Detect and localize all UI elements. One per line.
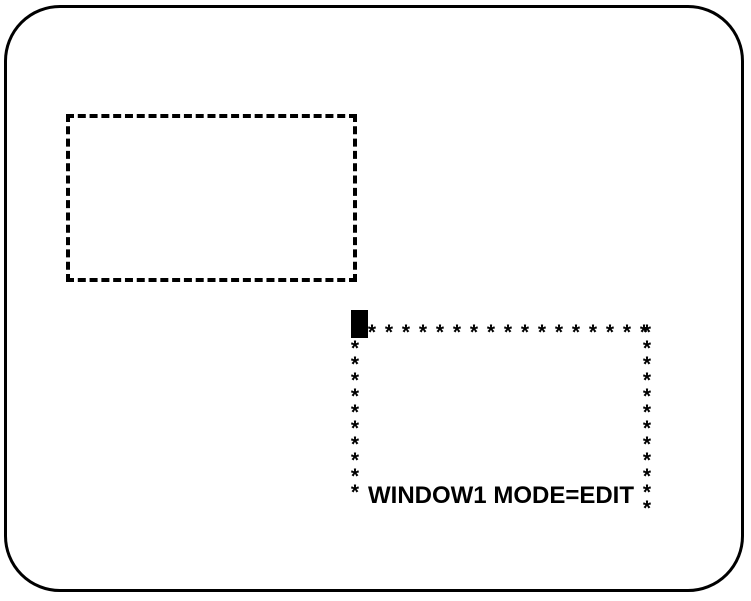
asterisk-border-left: * xyxy=(350,449,360,472)
asterisk-border-right: * xyxy=(642,321,652,344)
asterisk-border-top: * xyxy=(520,321,530,344)
asterisk-border-right: * xyxy=(642,401,652,424)
asterisk-border-left: * xyxy=(350,337,360,360)
dashed-window-window0[interactable] xyxy=(66,114,357,282)
status-line: WINDOW1 MODE=EDIT xyxy=(368,482,635,509)
asterisk-border-top: * xyxy=(622,321,632,344)
screen-bezel xyxy=(4,5,744,592)
asterisk-border-left: * xyxy=(350,401,360,424)
asterisk-border-top: * xyxy=(384,321,394,344)
asterisk-border-right: * xyxy=(642,417,652,440)
asterisk-border-top: * xyxy=(605,321,615,344)
asterisk-border-left: * xyxy=(350,353,360,376)
asterisk-border-top: * xyxy=(469,321,479,344)
asterisk-border-left: * xyxy=(350,385,360,408)
asterisk-border-top: * xyxy=(639,321,649,344)
asterisk-border-right: * xyxy=(642,465,652,488)
asterisk-border-right: * xyxy=(642,369,652,392)
asterisk-border-top: * xyxy=(503,321,513,344)
asterisk-border-right: * xyxy=(642,433,652,456)
asterisk-border-right: * xyxy=(642,449,652,472)
asterisk-window-window1[interactable]: *************************************** … xyxy=(348,306,654,520)
asterisk-border-right: * xyxy=(642,353,652,376)
text-cursor[interactable] xyxy=(351,310,368,338)
asterisk-border-left: * xyxy=(350,433,360,456)
asterisk-border-top: * xyxy=(401,321,411,344)
asterisk-border-left: * xyxy=(350,481,360,504)
asterisk-border-right: * xyxy=(642,497,652,520)
asterisk-border-left: * xyxy=(350,417,360,440)
asterisk-border-top: * xyxy=(452,321,462,344)
asterisk-border-top: * xyxy=(367,321,377,344)
asterisk-border-top: * xyxy=(435,321,445,344)
asterisk-border-left: * xyxy=(350,369,360,392)
asterisk-border-right: * xyxy=(642,337,652,360)
asterisk-border-top: * xyxy=(571,321,581,344)
asterisk-border-left: * xyxy=(350,465,360,488)
asterisk-border-top: * xyxy=(554,321,564,344)
asterisk-border-top: * xyxy=(588,321,598,344)
asterisk-border-top: * xyxy=(537,321,547,344)
asterisk-border-top: * xyxy=(418,321,428,344)
asterisk-border-right: * xyxy=(642,385,652,408)
asterisk-border-right: * xyxy=(642,481,652,504)
asterisk-border-top: * xyxy=(486,321,496,344)
